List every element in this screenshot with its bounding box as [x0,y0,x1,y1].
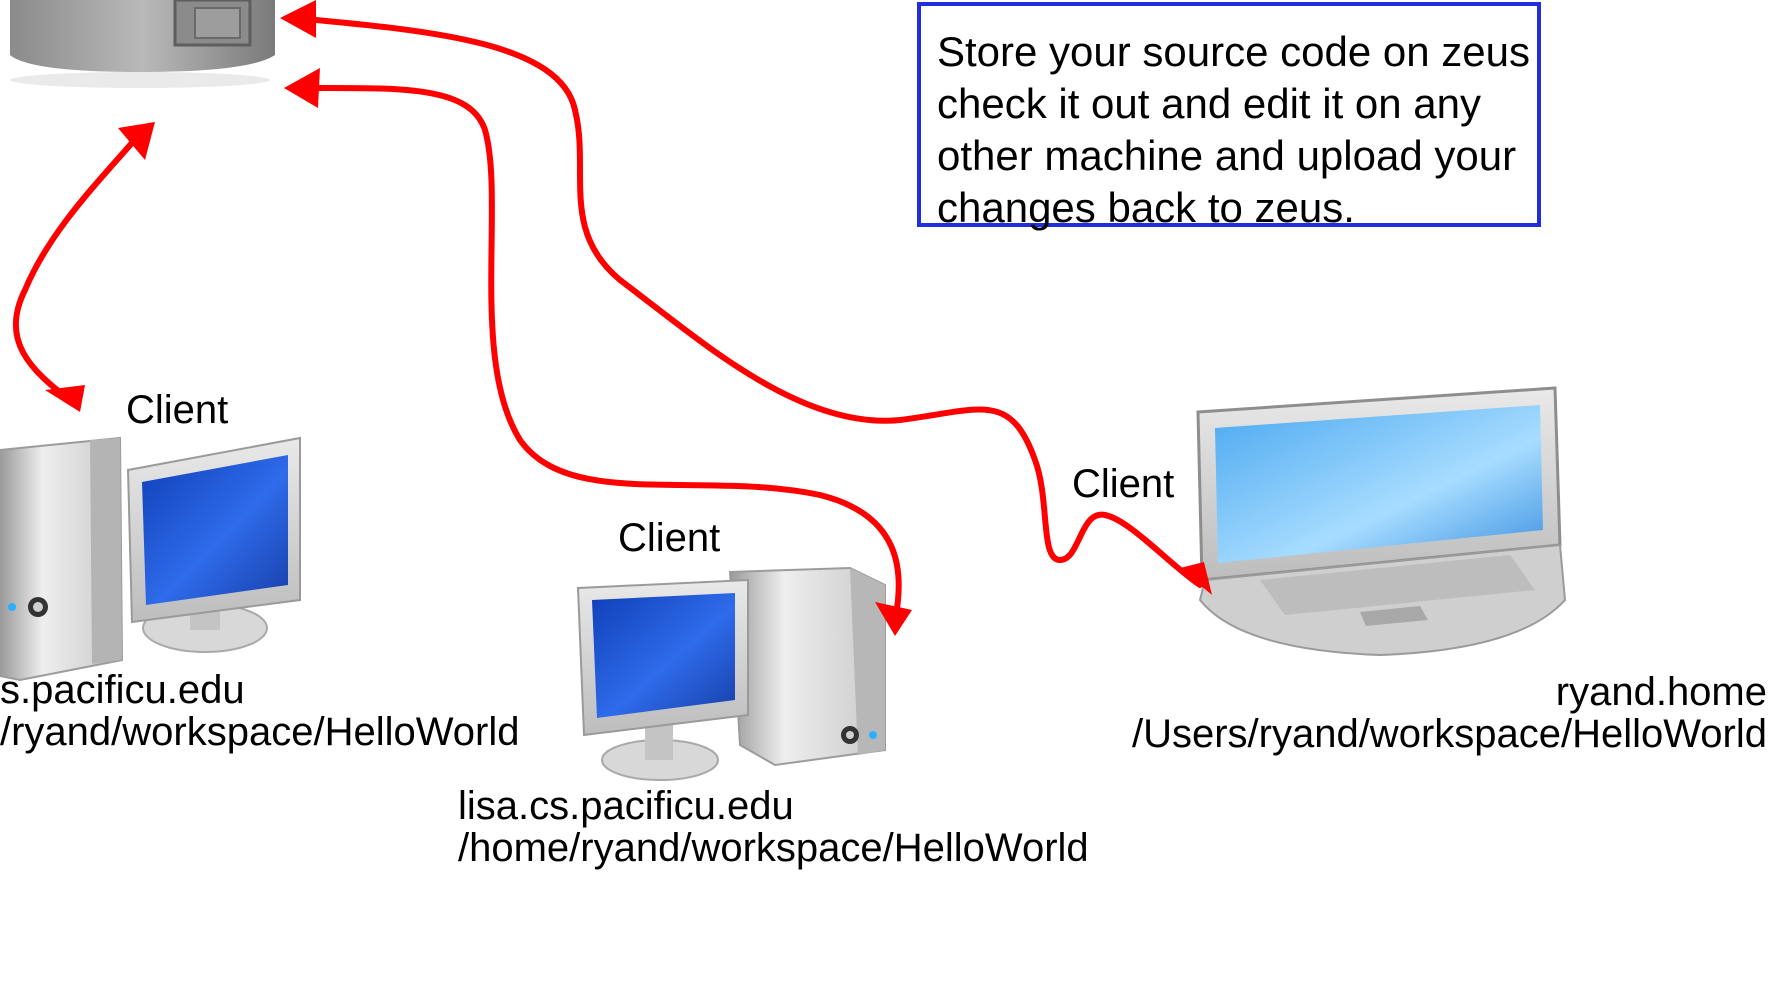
arrow-server-to-left-client [12,133,141,403]
right-client-host-label: ryand.home [1555,670,1767,714]
info-note-box: Store your source code on zeus check it … [917,2,1541,231]
left-client-role-label: Client [126,388,229,432]
note-line: changes back to zeus. [937,184,1355,231]
note-line: Store your source code on zeus [937,28,1531,75]
note-line: check it out and edit it on any [937,80,1482,127]
desktop-computer-icon [576,566,886,781]
right-client-role-label: Client [1072,462,1175,506]
left-client-path-label: /ryand/workspace/HelloWorld [0,710,520,754]
arrowhead-icon [118,122,155,160]
right-client-path-label: /Users/ryand/workspace/HelloWorld [1131,712,1767,756]
middle-client-path-label: /home/ryand/workspace/HelloWorld [458,826,1089,870]
arrow-server-to-middle-client [297,84,902,623]
left-client-host-label: s.pacificu.edu [0,668,245,712]
arrowhead-icon [280,0,316,38]
arrowhead-icon [45,385,85,412]
desktop-computer-icon [0,436,301,682]
middle-client-host-label: lisa.cs.pacificu.edu [458,784,794,828]
laptop-icon [1196,386,1567,657]
arrow-server-to-laptop [292,15,1203,588]
arrowhead-icon [1180,562,1212,595]
middle-client-role-label: Client [618,516,721,560]
server-tower-icon [10,0,275,88]
arrowhead-icon [875,602,912,636]
note-line: other machine and upload your [937,132,1517,179]
arrowhead-icon [284,68,320,108]
